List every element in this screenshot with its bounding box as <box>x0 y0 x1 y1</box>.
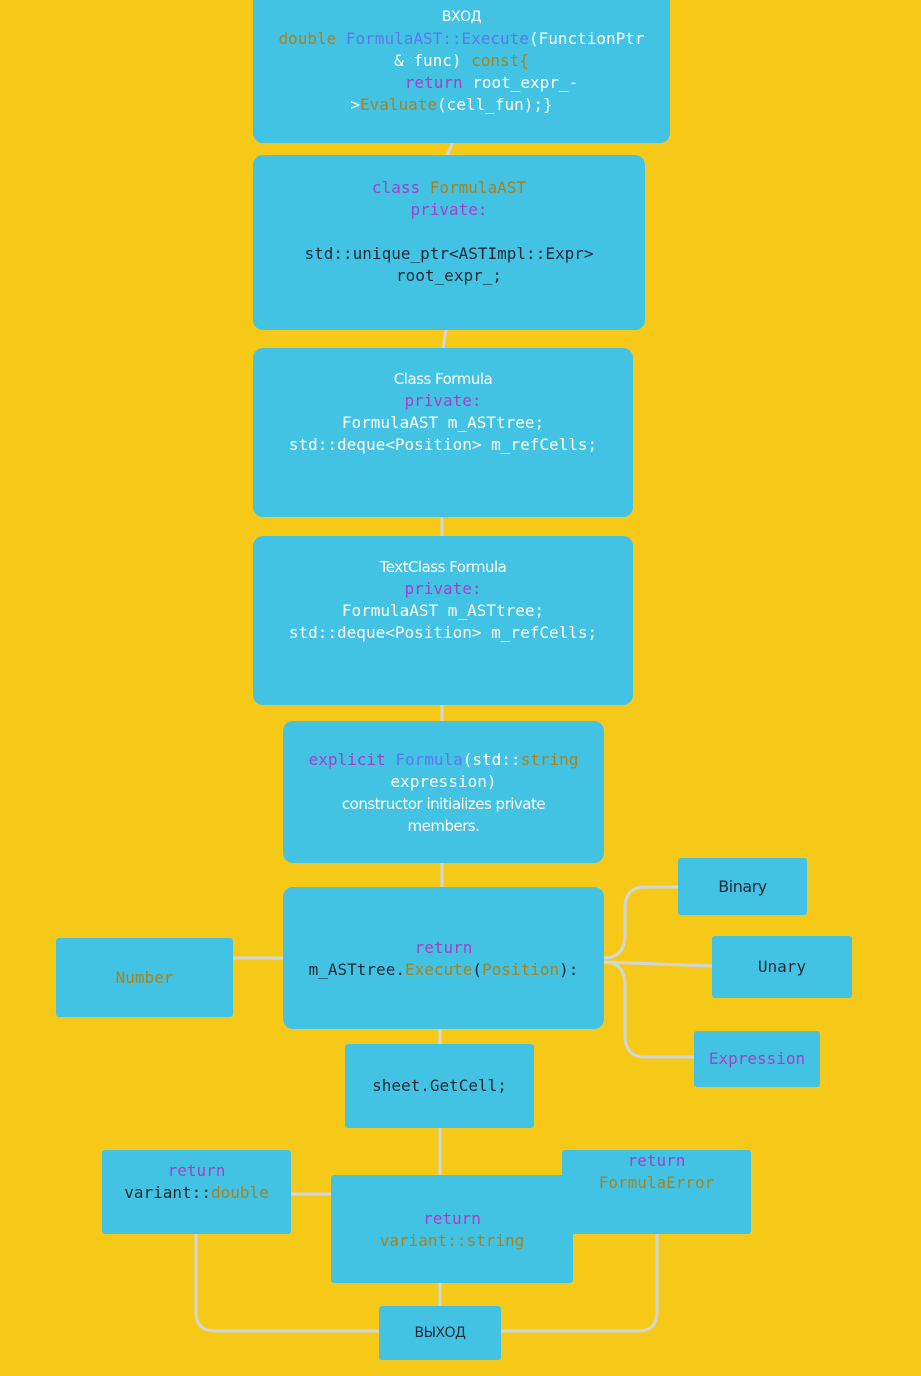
return-string-node[interactable]: return variant::string <box>331 1175 573 1283</box>
link-execute-binary <box>601 885 680 960</box>
link-ast-class <box>441 327 448 350</box>
formula-ast-node[interactable]: class FormulaAST private: std::unique_pt… <box>253 155 645 330</box>
return-error-node[interactable]: return FormulaError <box>562 1150 751 1234</box>
execute-node[interactable]: return m_ASTtree.Execute(Position): <box>283 887 604 1029</box>
entry-title: ВХОД <box>441 9 482 25</box>
func-name: FormulaAST::Execute <box>345 29 529 48</box>
link-double-exit <box>194 1231 381 1333</box>
type-double: double <box>278 29 337 48</box>
unary-node[interactable]: Unary <box>712 936 852 998</box>
entry-node[interactable]: ВХОД double FormulaAST::Execute(Function… <box>253 0 670 143</box>
link-execute-expression <box>601 960 696 1059</box>
link-execute-unary <box>601 960 714 968</box>
textclass-formula-node[interactable]: TextClass Formula private: FormulaAST m_… <box>253 536 633 705</box>
constructor-node[interactable]: explicit Formula(std::string expression)… <box>283 721 604 863</box>
binary-node[interactable]: Binary <box>678 858 807 915</box>
link-error-exit <box>498 1231 659 1333</box>
class-formula-node[interactable]: Class Formula private: FormulaAST m_ASTt… <box>253 348 633 517</box>
link-entry-ast <box>445 140 455 158</box>
number-node[interactable]: Number <box>56 938 233 1017</box>
getcell-node[interactable]: sheet.GetCell; <box>345 1044 534 1128</box>
expression-node[interactable]: Expression <box>694 1031 820 1087</box>
return-double-node[interactable]: return variant::double <box>102 1150 291 1234</box>
exit-node[interactable]: ВЫХОД <box>379 1306 501 1360</box>
